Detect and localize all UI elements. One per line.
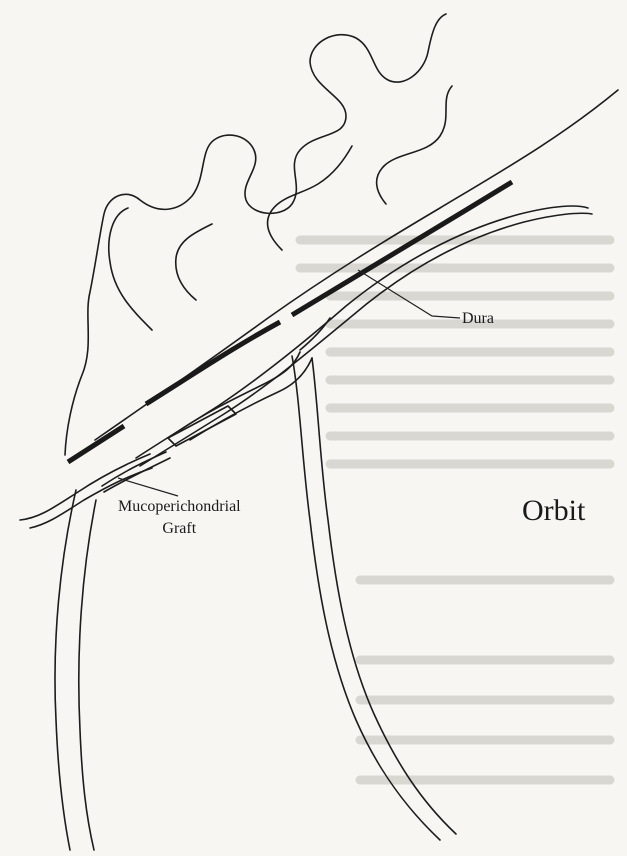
- graft-label-line2: Graft: [118, 518, 241, 540]
- dura-label: Dura: [462, 310, 494, 328]
- graft-flap: [102, 452, 166, 486]
- dura-line-segment-1: [68, 426, 124, 462]
- graft-flap-lower: [104, 458, 170, 492]
- cranial-base-lower: [140, 213, 592, 466]
- gyrus-inner-1: [109, 208, 152, 330]
- graft-label: Mucoperichondrial Graft: [118, 496, 241, 539]
- gyrus-inner-2: [176, 224, 212, 300]
- graft-leader-line: [118, 478, 178, 496]
- gyrus-inner-4: [377, 86, 452, 204]
- gyrus-inner-3: [267, 146, 352, 250]
- graft-label-line1: Mucoperichondrial: [118, 496, 241, 518]
- orbit-label: Orbit: [522, 494, 585, 528]
- dura-line-segment-2: [146, 322, 280, 404]
- orbital-wall-inner: [312, 358, 456, 834]
- left-wall-inner: [79, 500, 96, 850]
- left-wall-outer: [55, 490, 76, 850]
